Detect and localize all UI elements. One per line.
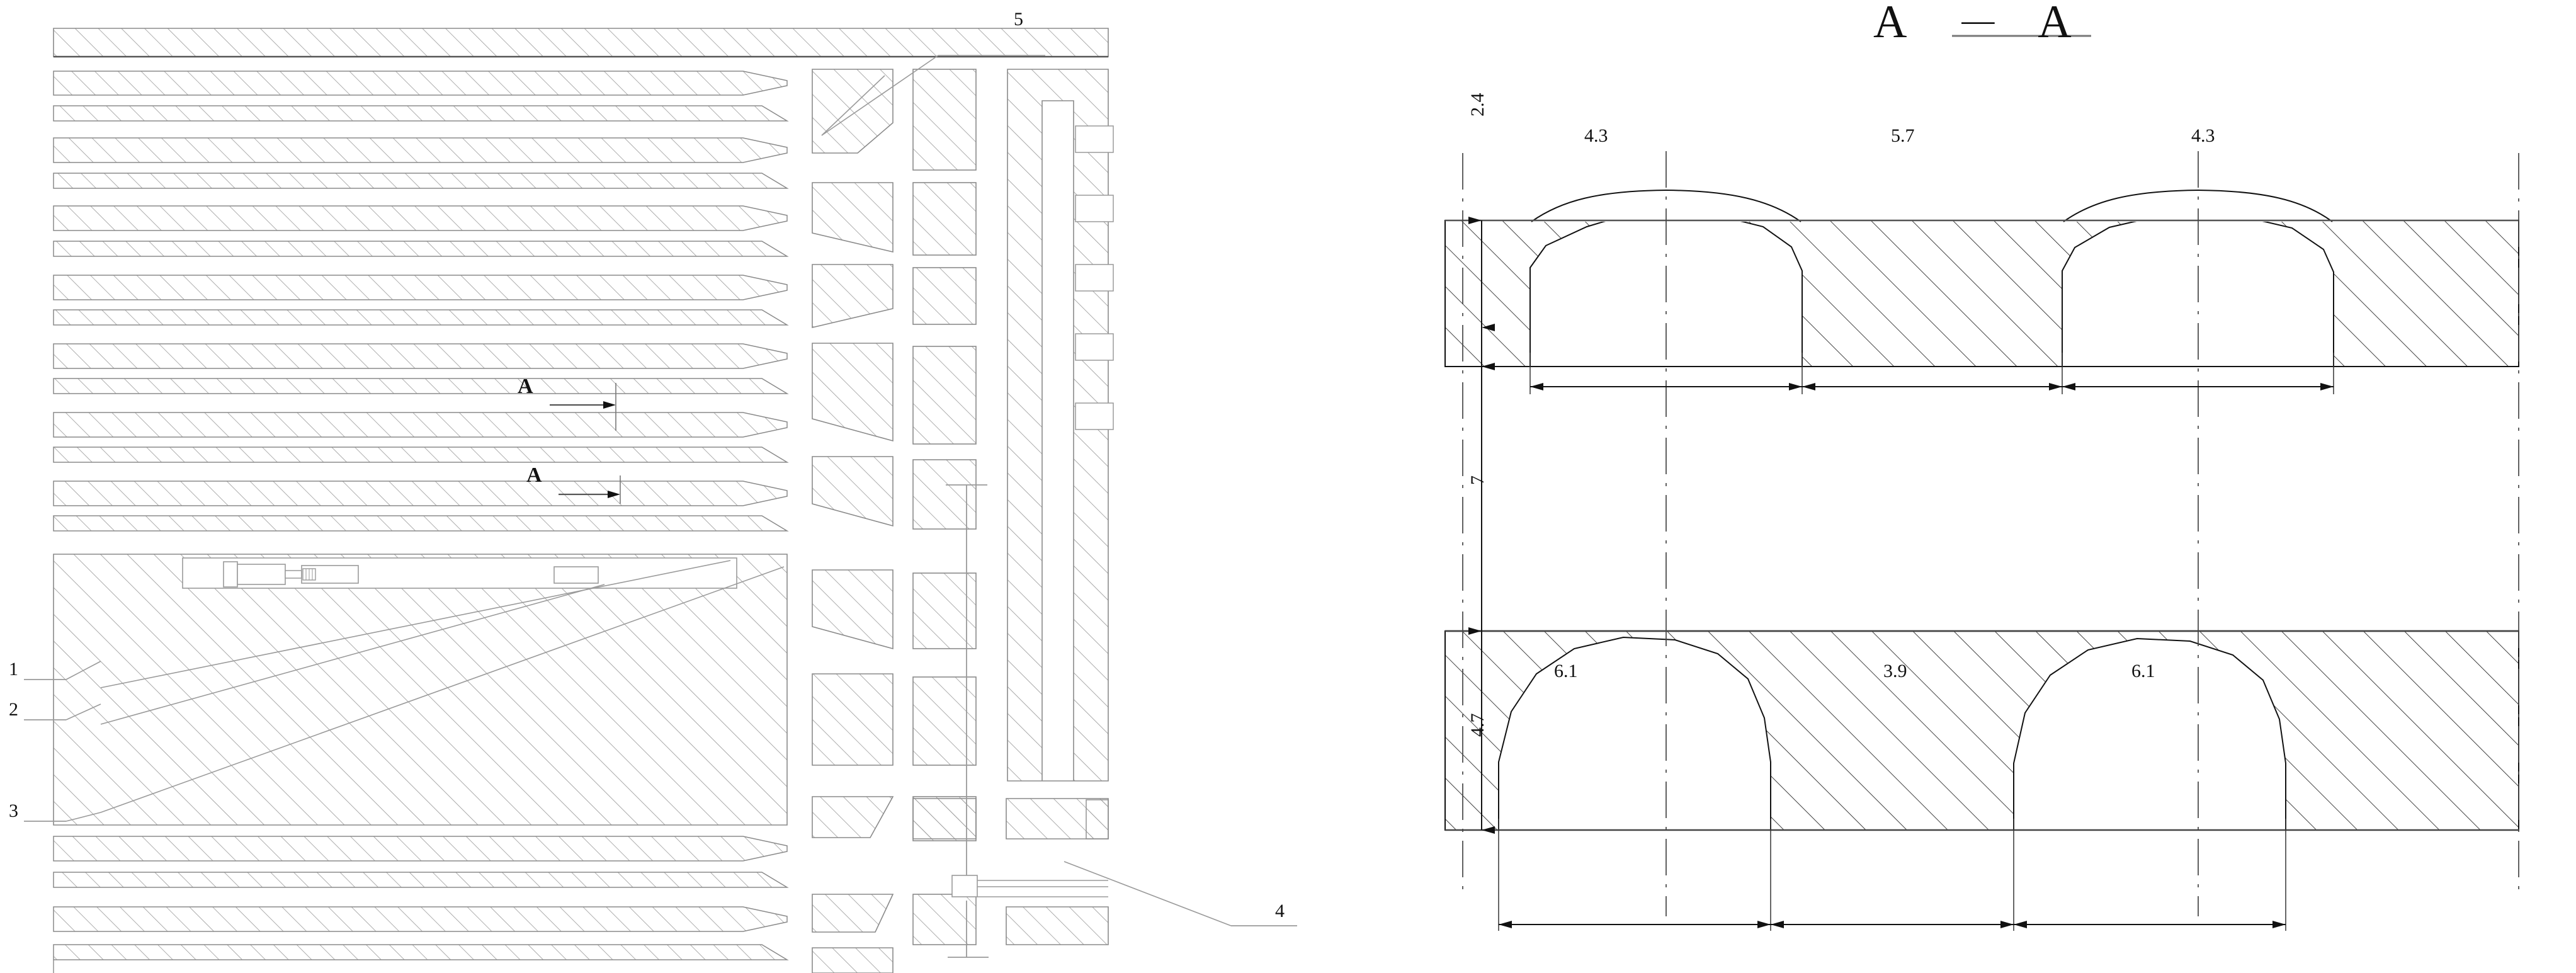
callout-label-5: 5: [1014, 9, 1023, 30]
section-marker-upper: [550, 383, 616, 431]
callout-leader-3: [24, 812, 101, 822]
band-row: [53, 481, 788, 506]
plan-vertical-stem: [946, 484, 989, 958]
callout-label-4: 4: [1275, 901, 1285, 921]
section-title-right-letter: A: [2038, 0, 2073, 48]
band-row: [53, 309, 789, 326]
plan-right-mass: [912, 69, 1114, 945]
dim-thickness-upper: 2.4: [1467, 93, 1488, 117]
section-view-svg: [1444, 35, 2519, 931]
dim-lower-left: 6.1: [1554, 661, 1578, 681]
band-row: [53, 173, 789, 189]
plan-main-block: [53, 554, 788, 826]
plan-horizontal-bands: [53, 71, 789, 532]
dim-lower-middle: 3.9: [1883, 661, 1907, 681]
plan-rectangle-column: [912, 69, 977, 945]
section-marker-lower: [559, 475, 621, 504]
callout-label-1: 1: [9, 659, 18, 680]
band-row: [53, 378, 789, 394]
callout-label-2: 2: [9, 699, 18, 720]
band-row: [53, 412, 788, 438]
dim-thickness-lower: 4.7: [1467, 713, 1488, 737]
callout-leader-2: [24, 703, 101, 720]
dim-upper-right: 4.3: [2191, 125, 2215, 146]
dim-upper-left: 4.3: [1584, 125, 1608, 146]
dim-lower-right: 6.1: [2131, 661, 2155, 681]
section-title: A — A: [1873, 0, 2073, 45]
callout-leader-1: [24, 661, 101, 680]
section-centerlines: [1462, 151, 2519, 916]
band-row: [53, 137, 788, 163]
band-row: [53, 241, 789, 257]
plan-band-top: [53, 28, 1109, 58]
callout-leader-5: [821, 55, 1045, 136]
plan-trapezoid-column: [812, 69, 894, 973]
section-upper-band: [1444, 189, 2519, 367]
section-title-left-letter: A: [1873, 0, 1906, 48]
shearer-machine-icon: [223, 561, 359, 588]
band-row: [53, 515, 789, 532]
drive-unit-icon: [951, 875, 978, 897]
section-lower-band: [1444, 630, 2519, 831]
section-marker-label-upper: A: [518, 375, 533, 398]
section-marker-label-lower: A: [526, 464, 542, 487]
callout-leader-4: [1064, 861, 1297, 926]
band-row: [53, 71, 788, 96]
plan-bands-bottom: [53, 836, 789, 973]
band-row: [53, 105, 789, 122]
band-row: [53, 275, 788, 300]
callout-label-3: 3: [9, 800, 18, 821]
dim-gap-middle: 7: [1467, 475, 1488, 485]
section-title-dash: —: [1961, 3, 1996, 38]
band-row: [53, 447, 789, 463]
band-row: [53, 343, 788, 369]
plan-view-svg: [24, 28, 1297, 973]
band-row: [53, 205, 788, 231]
dim-upper-middle: 5.7: [1891, 125, 1915, 146]
equipment-box-icon: [553, 566, 599, 584]
